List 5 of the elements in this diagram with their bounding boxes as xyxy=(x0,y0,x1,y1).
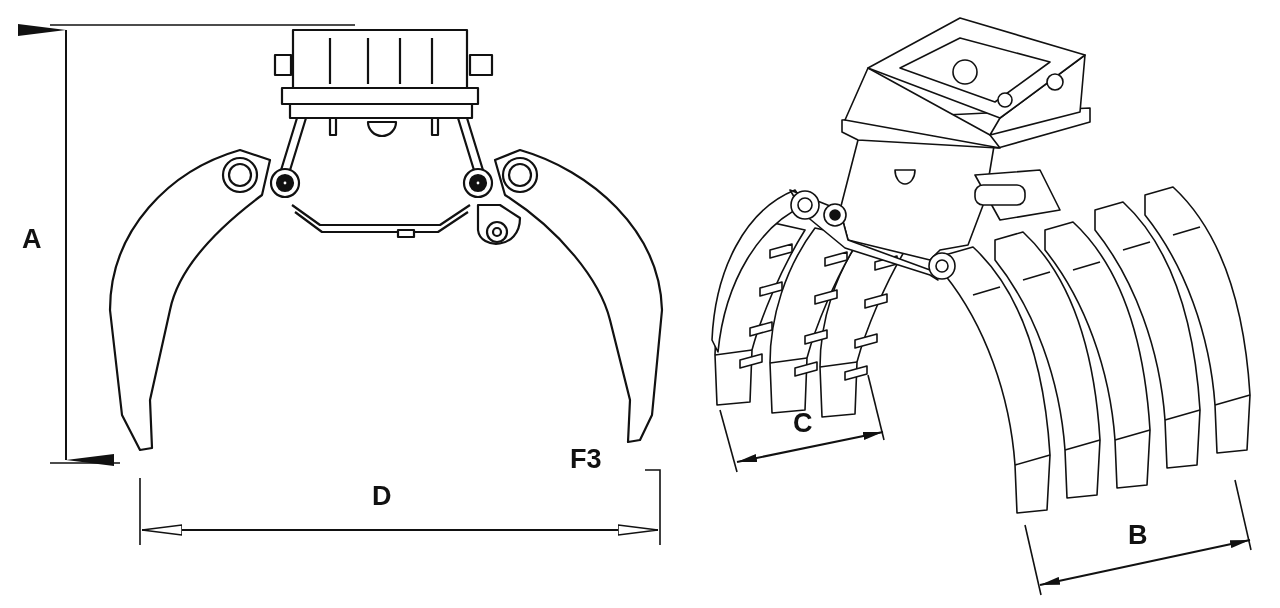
dimension-label: D xyxy=(372,483,392,510)
dimension-label: B xyxy=(1128,522,1148,549)
dimension-label: F3 xyxy=(570,446,602,473)
dimension-label: A xyxy=(22,226,42,253)
dimension-label: C xyxy=(793,410,813,437)
